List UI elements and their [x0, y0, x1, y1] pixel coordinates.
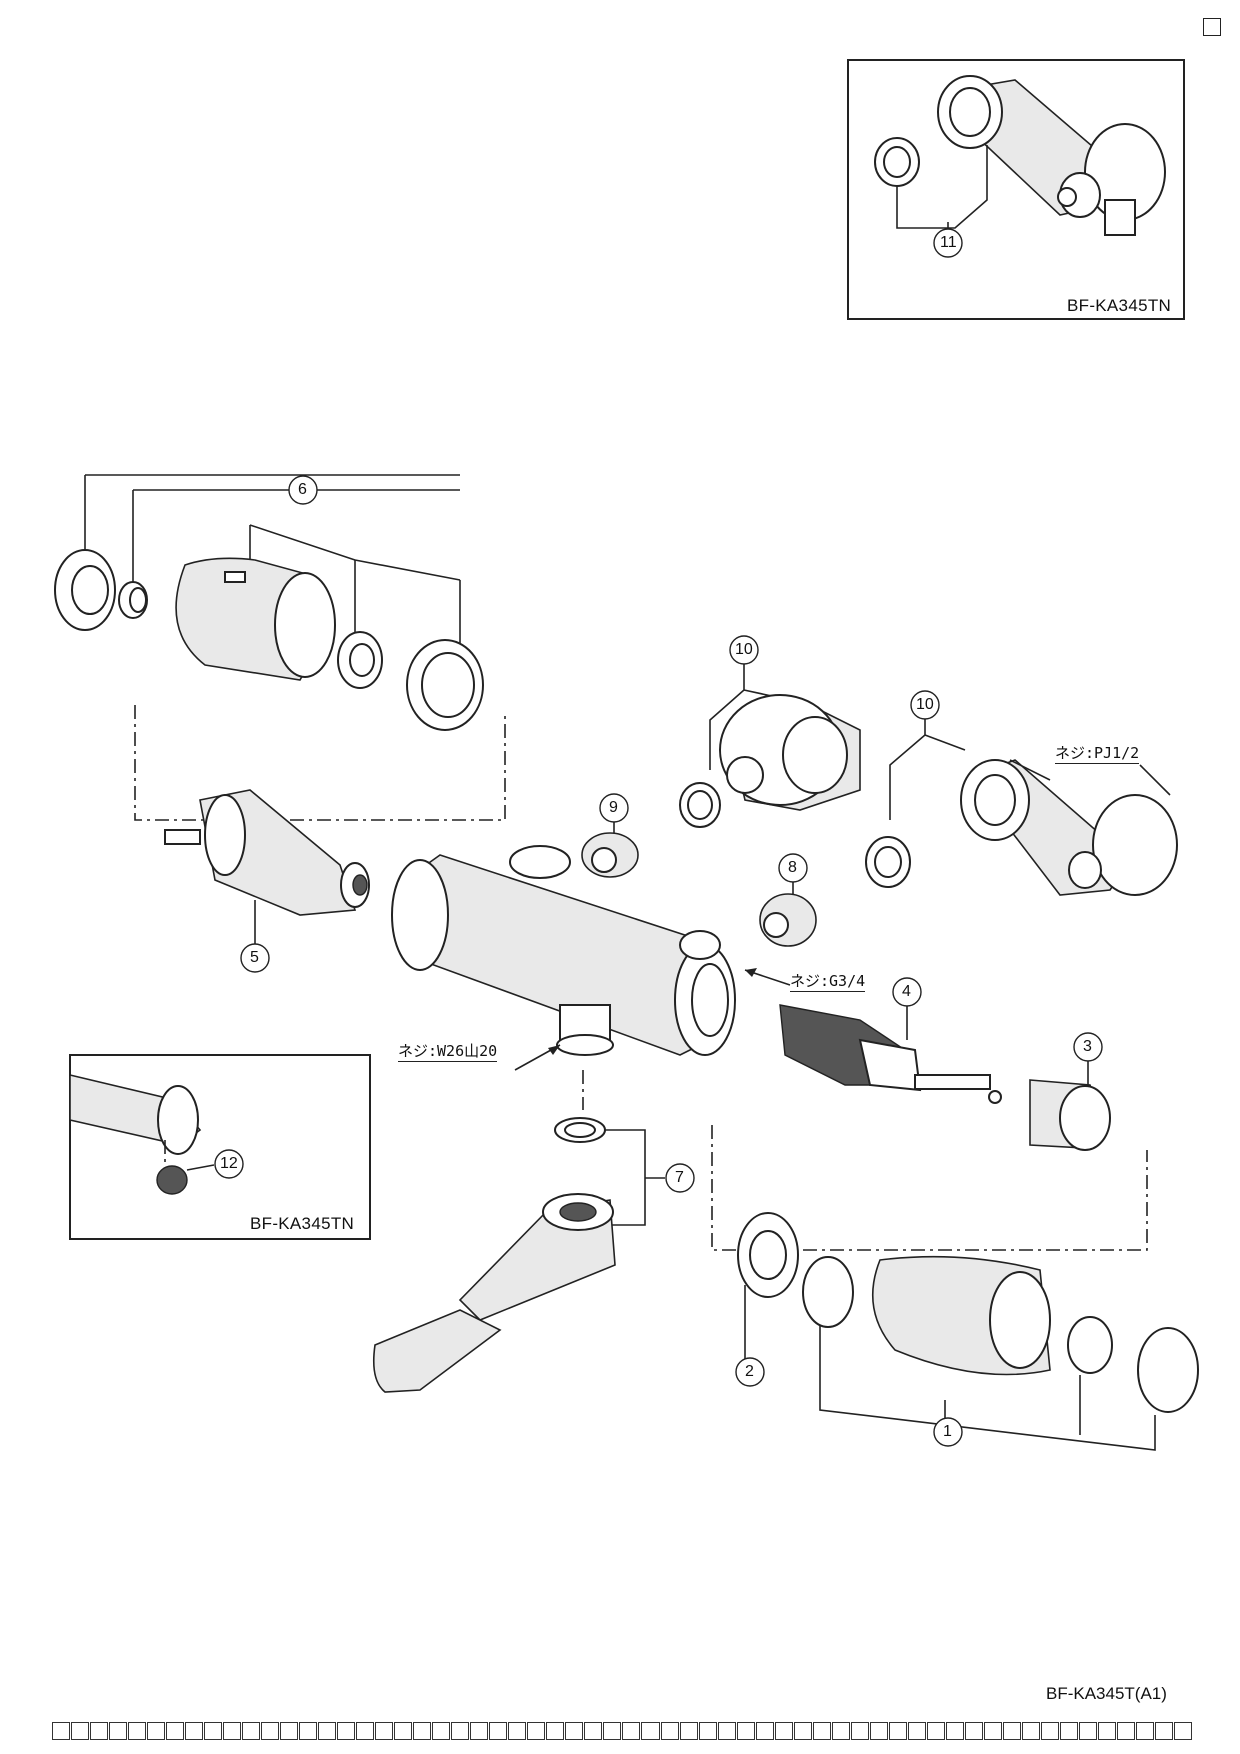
part-number-5: 5 — [250, 949, 259, 966]
part-number-10b: 10 — [916, 696, 934, 713]
part-8-check-valve — [759, 853, 817, 947]
part-9-check-valve — [581, 793, 639, 878]
corner-checkbox — [1203, 18, 1221, 36]
part-number-8: 8 — [788, 859, 797, 876]
part-number-9: 9 — [609, 799, 618, 816]
thread-callout-w26: ネジ:W26山20 — [398, 1042, 498, 1062]
part-number-2: 2 — [745, 1363, 754, 1380]
part-4-thermo-cartridge — [779, 977, 1002, 1104]
main-body — [391, 845, 736, 1110]
part-10-union-a — [679, 635, 861, 828]
part-6-group — [54, 474, 506, 821]
part-number-11: 11 — [940, 234, 957, 251]
washer-part-11 — [874, 137, 920, 187]
part-1-2-handle-group — [711, 1125, 1199, 1451]
part-3-nut — [1029, 1032, 1111, 1151]
thread-callout-g34: ネジ:G3/4 — [790, 972, 866, 992]
part-number-1: 1 — [943, 1423, 952, 1440]
part-number-4: 4 — [902, 983, 911, 1000]
inset-bottom-left — [69, 1054, 371, 1240]
part-number-6: 6 — [298, 481, 307, 498]
elbow-union-part-11 — [937, 75, 1166, 236]
part-number-7: 7 — [675, 1169, 684, 1186]
part-7-spout — [372, 1117, 695, 1393]
thread-callout-pj: ネジ:PJ1/2 — [1055, 744, 1140, 764]
part-10-union-b — [865, 690, 1178, 896]
part-number-12: 12 — [220, 1155, 238, 1172]
footer-glyph-strip — [52, 1722, 1192, 1740]
inset-top-right-model: BF-KA345TN — [1067, 296, 1172, 315]
part-5-cartridge — [164, 789, 370, 973]
footer-model-number: BF-KA345T(A1) — [1046, 1684, 1167, 1703]
part-number-3: 3 — [1083, 1038, 1092, 1055]
inset-top-right — [847, 59, 1185, 320]
part-number-10a: 10 — [735, 641, 753, 658]
inset-bottom-left-model: BF-KA345TN — [250, 1214, 355, 1233]
